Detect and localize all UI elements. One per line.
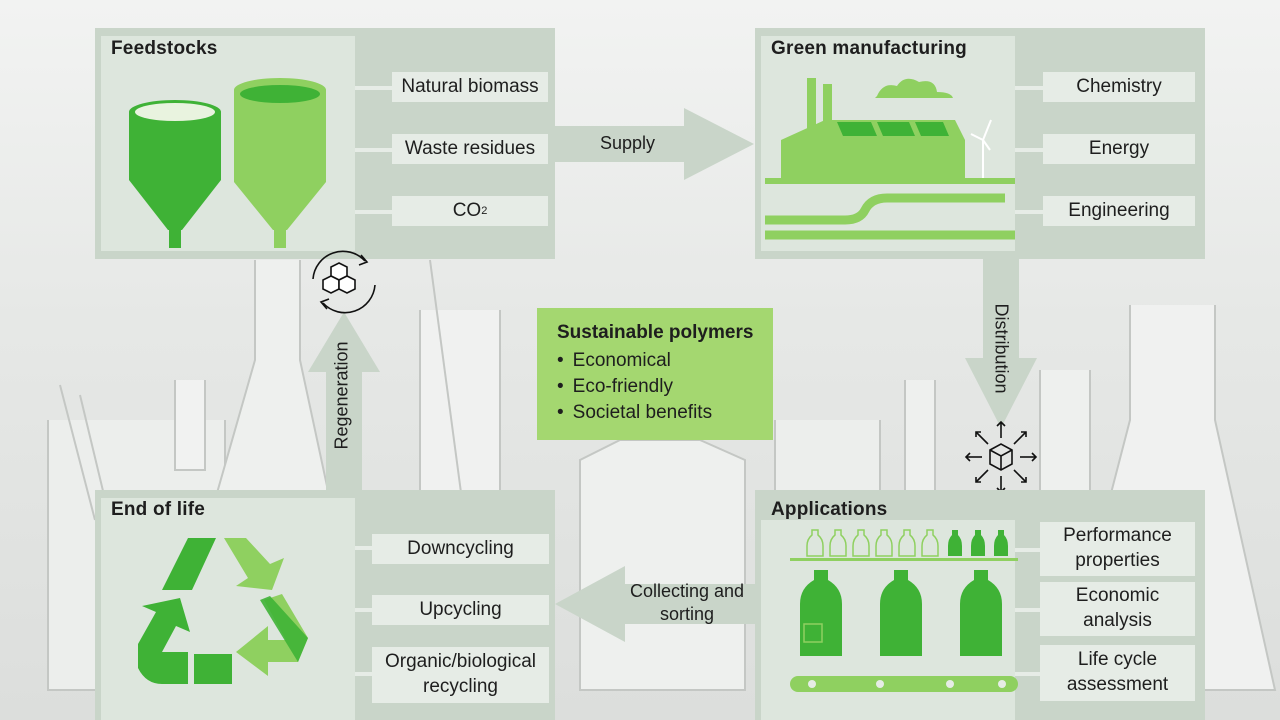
co2-label: CO bbox=[452, 199, 482, 221]
manufacturing-chemistry: Chemistry bbox=[1043, 72, 1195, 102]
regeneration-arrow-icon bbox=[308, 312, 380, 490]
manufacturing-title: Green manufacturing bbox=[771, 38, 967, 59]
molecule-regeneration-icon bbox=[312, 250, 376, 314]
manufacturing-connector-3 bbox=[1015, 210, 1047, 214]
collecting-arrow-icon bbox=[555, 566, 755, 642]
economic-label-line2: analysis bbox=[1083, 610, 1152, 631]
collecting-label-line1: Collecting and bbox=[629, 581, 745, 601]
energy-label: Energy bbox=[1088, 137, 1150, 159]
downcycling-label: Downcycling bbox=[407, 537, 514, 559]
collecting-label-line2: sorting bbox=[659, 604, 715, 625]
end-of-life-connector-1 bbox=[355, 546, 377, 550]
organic-label-line1: Organic/biological bbox=[384, 651, 537, 673]
feedstock-waste-residues: Waste residues bbox=[392, 134, 548, 164]
application-life-cycle-assessment: Life cycle assessment bbox=[1040, 645, 1195, 701]
natural-biomass-label: Natural biomass bbox=[401, 75, 539, 97]
sustainable-polymers-box: Sustainable polymers Economical Eco-frie… bbox=[537, 308, 773, 440]
silo-icon bbox=[129, 78, 326, 248]
economic-label-line1: Economic bbox=[1075, 585, 1160, 607]
feedstock-natural-biomass: Natural biomass bbox=[392, 72, 548, 102]
regeneration-label: Regeneration bbox=[331, 341, 352, 450]
end-of-life-connector-2 bbox=[355, 608, 377, 612]
distribution-arrow-icon bbox=[965, 258, 1037, 428]
engineering-label: Engineering bbox=[1068, 199, 1170, 221]
manufacturing-energy: Energy bbox=[1043, 134, 1195, 164]
sustainable-polymers-title: Sustainable polymers bbox=[557, 322, 754, 343]
organic-label-line2: recycling bbox=[423, 676, 498, 697]
distribution-box-icon bbox=[964, 420, 1038, 494]
feedstocks-connector-3 bbox=[355, 210, 395, 214]
upcycling-label: Upcycling bbox=[419, 598, 502, 620]
sustainable-polymers-benefits: Economical Eco-friendly Societal benefit… bbox=[557, 348, 712, 426]
waste-residues-label: Waste residues bbox=[404, 137, 536, 159]
feedstocks-connector-1 bbox=[355, 86, 395, 90]
distribution-label: Distribution bbox=[991, 303, 1012, 394]
bottle-production-icon bbox=[790, 529, 1018, 692]
co2-subscript: 2 bbox=[481, 204, 488, 217]
applications-connector-2 bbox=[1015, 608, 1047, 612]
end-of-life-organic-recycling: Organic/biological recycling bbox=[372, 647, 549, 703]
factory-icon bbox=[765, 78, 1015, 240]
end-of-life-title: End of life bbox=[111, 499, 206, 520]
feedstocks-title: Feedstocks bbox=[111, 38, 218, 59]
supply-label: Supply bbox=[600, 133, 656, 153]
manufacturing-engineering: Engineering bbox=[1043, 196, 1195, 226]
lifecycle-label-line1: Life cycle bbox=[1077, 649, 1158, 671]
application-economic-analysis: Economic analysis bbox=[1040, 582, 1195, 636]
recycle-icon bbox=[138, 538, 308, 684]
applications-connector-3 bbox=[1015, 672, 1047, 676]
feedstocks-connector-2 bbox=[355, 148, 395, 152]
benefit-eco-friendly: Eco-friendly bbox=[557, 374, 712, 400]
end-of-life-downcycling: Downcycling bbox=[372, 534, 549, 564]
performance-label-line2: properties bbox=[1075, 550, 1160, 571]
end-of-life-connector-3 bbox=[355, 672, 377, 676]
applications-connector-1 bbox=[1015, 548, 1047, 552]
manufacturing-connector-1 bbox=[1015, 86, 1047, 90]
lifecycle-label-line2: assessment bbox=[1066, 674, 1169, 695]
benefit-economical: Economical bbox=[557, 348, 712, 374]
supply-arrow-icon bbox=[554, 108, 754, 180]
applications-title: Applications bbox=[771, 499, 888, 520]
chemistry-label: Chemistry bbox=[1076, 75, 1162, 97]
performance-label-line1: Performance bbox=[1063, 525, 1172, 547]
application-performance-properties: Performance properties bbox=[1040, 522, 1195, 576]
manufacturing-connector-2 bbox=[1015, 148, 1047, 152]
collecting-sorting-label: Collecting and sorting bbox=[622, 580, 752, 627]
benefit-societal: Societal benefits bbox=[557, 400, 712, 426]
end-of-life-upcycling: Upcycling bbox=[372, 595, 549, 625]
